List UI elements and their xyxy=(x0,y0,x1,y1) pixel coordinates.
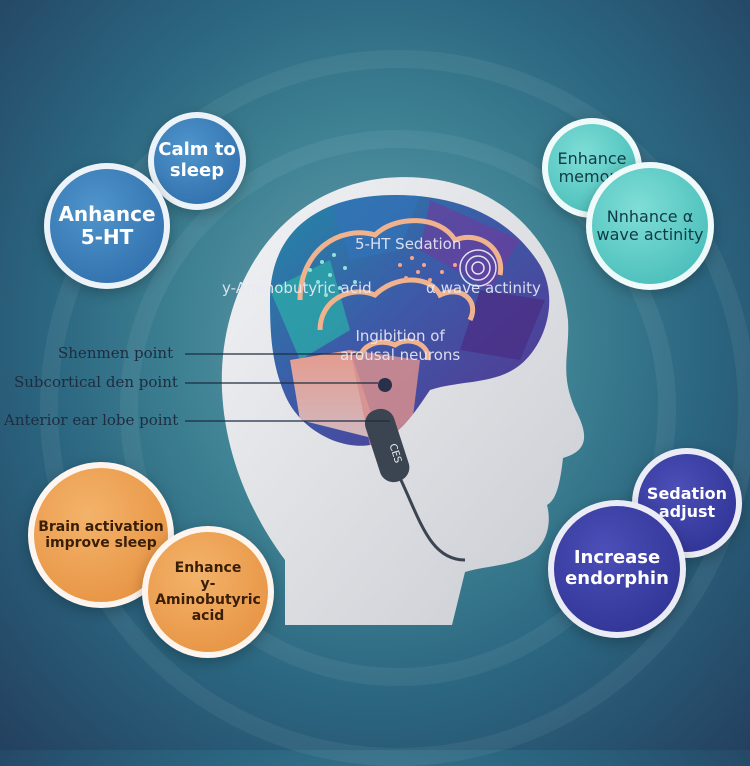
label-ingibition: Ingibition of arousal neurons xyxy=(340,327,461,364)
infographic: CES 5-HT Sedation y-Aminobutyric acid α … xyxy=(4,50,750,766)
label-5ht-sedation: 5-HT Sedation xyxy=(355,235,462,253)
label-gaba: y-Aminobutyric acid xyxy=(222,279,372,297)
brain xyxy=(270,195,550,446)
bubble-increase-endorphin: Increase endorphin xyxy=(548,500,686,638)
bubble-enhance-gaba: Enhance y-Aminobutyric acid xyxy=(142,526,274,658)
bubble-nnhance-alpha: Nnhance α wave actinity xyxy=(586,162,714,290)
bubble-anhance-5ht: Anhance 5-HT xyxy=(44,163,170,289)
ces-device xyxy=(364,408,466,562)
callout-subcortical: Subcortical den point xyxy=(14,373,178,391)
callout-shenmen: Shenmen point xyxy=(58,344,174,362)
label-alpha-wave: α wave actinity xyxy=(426,279,541,297)
bubble-calm-to-sleep: Calm to sleep xyxy=(148,112,246,210)
callout-anterior: Anterior ear lobe point xyxy=(4,411,179,429)
head-illustration xyxy=(185,177,585,625)
